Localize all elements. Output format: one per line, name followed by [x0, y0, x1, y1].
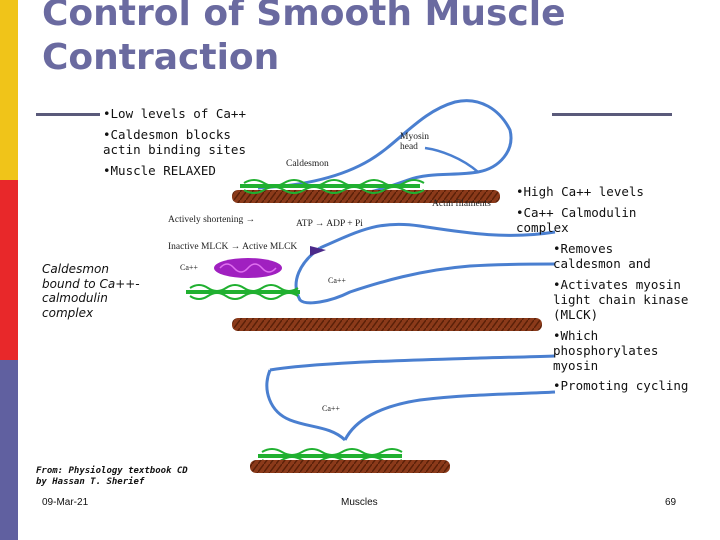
divider-right — [552, 113, 672, 116]
bullet-muscle-relaxed: •Muscle RELAXED — [103, 163, 216, 178]
myosin-head-2 — [319, 222, 556, 250]
footer-title: Muscles — [341, 497, 378, 508]
ca-label-3: Ca++ — [322, 404, 340, 413]
myosin-head-label: Myosin head — [400, 132, 430, 152]
divider-left — [36, 113, 100, 116]
caldesmon-strand-2 — [189, 284, 299, 292]
source-citation: From: Physiology textbook CD by Hassan T… — [36, 466, 188, 487]
bullet-calmodulin-complex: •Ca++ Calmodulin complex — [516, 205, 637, 235]
accent-bar-purple — [0, 360, 18, 540]
actin-filaments-label: Actin filaments — [432, 199, 491, 209]
accent-bar-yellow — [0, 0, 18, 180]
bullet-high-calcium: •High Ca++ levels — [516, 184, 644, 199]
slide-title: Control of Smooth Muscle Contraction — [42, 0, 566, 78]
actin-filament-2 — [232, 318, 542, 331]
atp-label: ATP → ADP + Pi — [296, 219, 363, 229]
caldesmon-label: Caldesmon — [286, 159, 329, 169]
footer-date: 09-Mar-21 — [42, 497, 89, 508]
accent-bar-red — [0, 180, 18, 360]
bullet-phosphorylates: •Which phosphorylates myosin — [553, 328, 659, 373]
bullet-activates-mlck: •Activates myosin light chain kinase (ML… — [553, 277, 689, 322]
bullet-promoting-cycling: •Promoting cycling — [553, 378, 689, 393]
bullet-removes-caldesmon: •Removes caldesmon and — [553, 241, 651, 271]
mlck-arrow — [310, 246, 326, 256]
myosin-head-1 — [257, 99, 513, 198]
mlck-label: Inactive MLCK → Active MLCK — [168, 242, 298, 252]
ca-label-2: Ca++ — [328, 276, 346, 285]
page-number: 69 — [665, 497, 677, 508]
actively-shortening-label: Actively shortening → — [168, 215, 256, 225]
bullet-caldesmon-blocks: •Caldesmon blocks actin binding sites — [103, 127, 246, 157]
actin-filament-3 — [250, 460, 450, 473]
ca-label-1: Ca++ — [180, 263, 198, 272]
myosin-head-3 — [269, 354, 556, 372]
caldesmon-bound-caption: Caldesmon bound to Ca++- calmodulin comp… — [42, 262, 140, 320]
bullet-low-calcium: •Low levels of Ca++ — [103, 106, 246, 121]
